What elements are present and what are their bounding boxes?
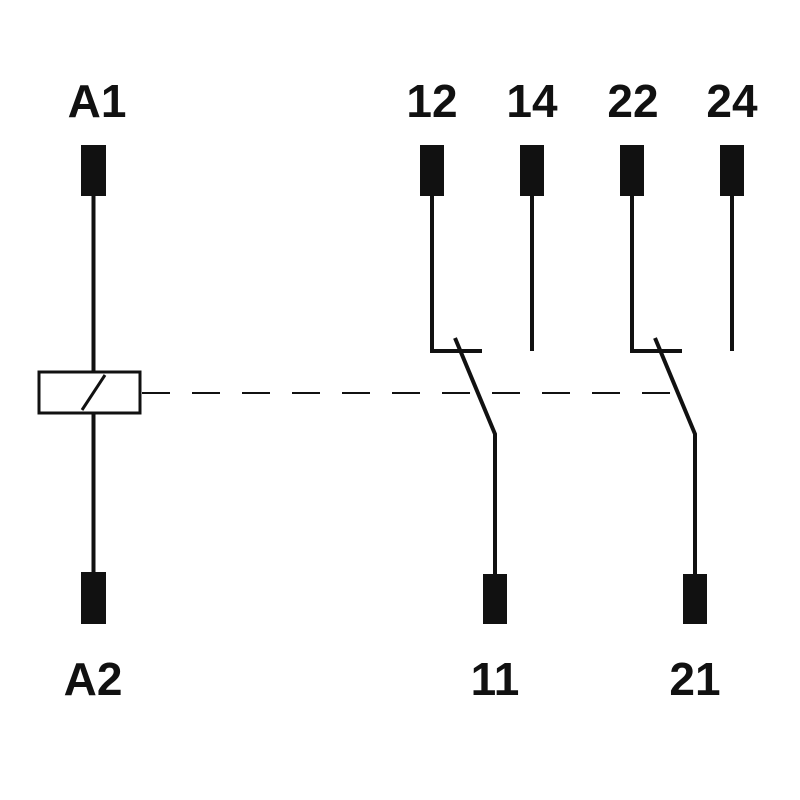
terminal-label-21: 21 [669, 653, 720, 705]
coil-slash [80, 374, 107, 411]
terminal-pin-24 [720, 145, 744, 196]
terminal-label-11: 11 [471, 653, 520, 705]
terminal-label-12: 12 [406, 75, 457, 127]
relay-coil [37, 370, 142, 415]
nc-contact-22 [630, 196, 682, 353]
terminal-pin-a1 [81, 145, 106, 196]
terminal-pin-21 [683, 574, 707, 624]
terminal-label-14: 14 [506, 75, 558, 127]
terminal-label-a1: A1 [68, 75, 127, 127]
terminal-pin-12 [420, 145, 444, 196]
terminal-pin-14 [520, 145, 544, 196]
terminal-label-24: 24 [706, 75, 758, 127]
switch-lever-21 [653, 337, 697, 574]
terminal-pin-a2 [81, 572, 106, 624]
terminal-pin-11 [483, 574, 507, 624]
terminal-label-22: 22 [607, 75, 658, 127]
switch-lever-11 [453, 337, 497, 574]
terminal-label-a2: A2 [64, 653, 123, 705]
nc-contact-12 [430, 196, 482, 353]
terminal-pin-22 [620, 145, 644, 196]
